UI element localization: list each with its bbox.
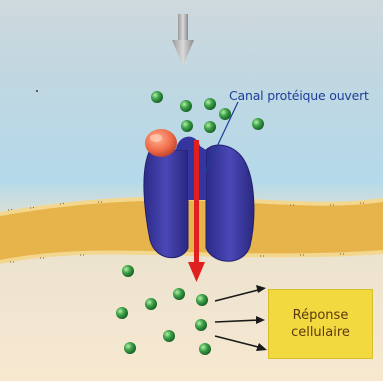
- channel-label: Canal protéique ouvert: [229, 88, 381, 103]
- ion: [204, 121, 216, 133]
- ion: [196, 294, 208, 306]
- ion: [145, 298, 157, 310]
- ion: [124, 342, 136, 354]
- ion: [204, 98, 216, 110]
- ion: [163, 330, 175, 342]
- response-line-2: cellulaire: [291, 324, 350, 341]
- ion: [195, 319, 207, 331]
- ion: [180, 100, 192, 112]
- cell-response-box: Réponse cellulaire: [268, 289, 373, 359]
- ion: [252, 118, 264, 130]
- response-line-1: Réponse: [291, 307, 350, 324]
- cell-membrane: [0, 199, 383, 262]
- ion: [181, 120, 193, 132]
- ion: [116, 307, 128, 319]
- ion: [151, 91, 163, 103]
- ion: [122, 265, 134, 277]
- ion: [199, 343, 211, 355]
- signal-molecule: [145, 129, 177, 157]
- ion: [173, 288, 185, 300]
- ion: [219, 108, 231, 120]
